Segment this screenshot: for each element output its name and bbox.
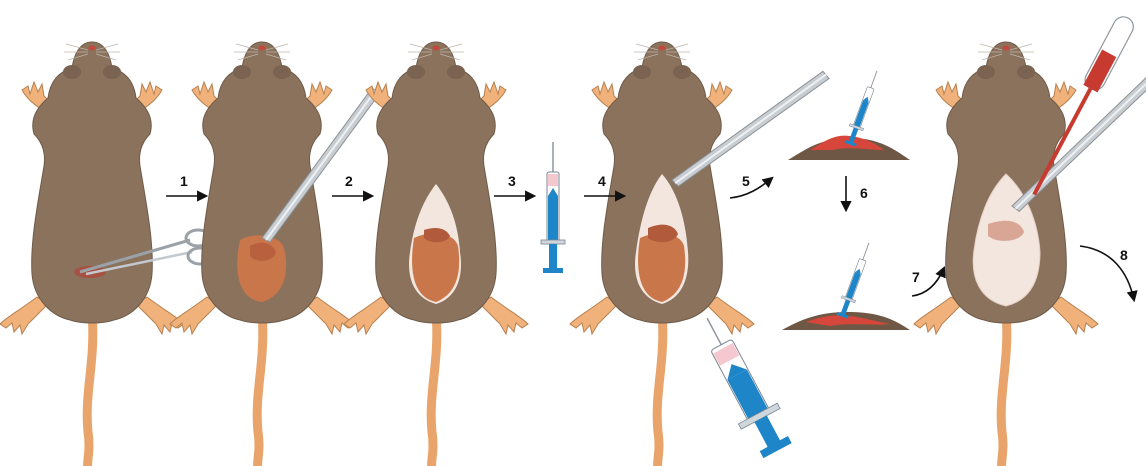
- step-label-3: 3: [508, 173, 516, 189]
- syringe-icon: [688, 308, 797, 461]
- mouse-4: [570, 42, 754, 466]
- mouse-1: [0, 42, 184, 466]
- mouse-3: [344, 42, 528, 466]
- syringe-icon: [843, 68, 883, 147]
- step-label-5: 5: [742, 173, 750, 189]
- mouse-5: [914, 42, 1098, 466]
- syringe-icon: [541, 142, 565, 273]
- tissue-dish-icon: [788, 136, 910, 160]
- step-label-4: 4: [598, 173, 606, 189]
- step-label-2: 2: [345, 173, 353, 189]
- mouse-2: [170, 42, 354, 466]
- step-label-7: 7: [912, 269, 920, 285]
- step-label-6: 6: [860, 185, 868, 201]
- syringe-icon: [835, 240, 875, 319]
- step-label-1: 1: [180, 173, 188, 189]
- step-label-8: 8: [1120, 247, 1128, 263]
- tissue-dish-icon: [782, 312, 910, 330]
